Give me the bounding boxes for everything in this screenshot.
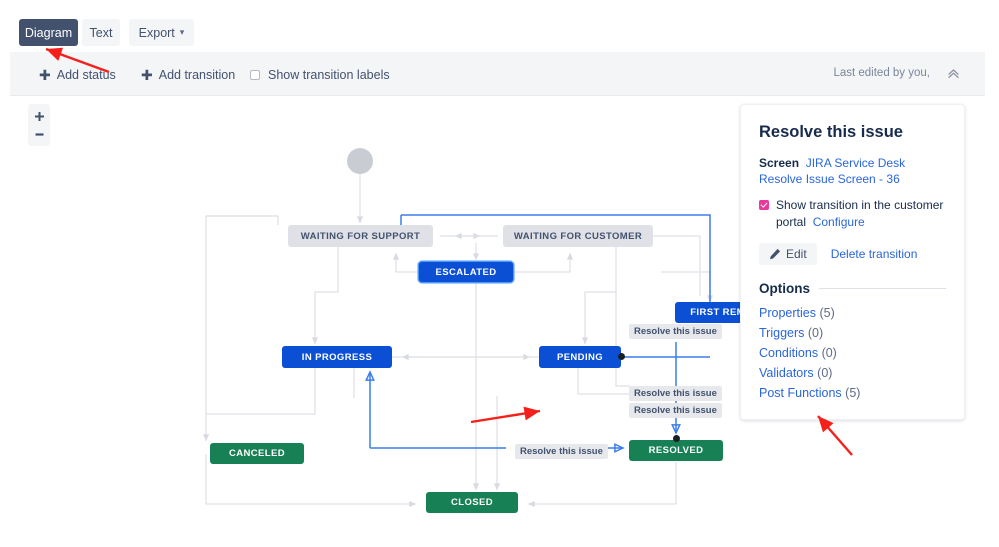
show-in-portal-text-wrap: Show transition in the customer portal C… [776, 197, 946, 231]
status-node-label: CANCELED [229, 448, 285, 459]
tab-diagram[interactable]: Diagram [19, 19, 78, 46]
show-transition-labels-label: Show transition labels [268, 67, 390, 82]
screen-row: Screen JIRA Service Desk Resolve Issue S… [759, 155, 946, 187]
show-transition-labels-control: Show transition labels [250, 66, 390, 83]
option-properties[interactable]: Properties (5) [759, 303, 946, 323]
tab-text-label: Text [89, 25, 113, 40]
transition-details-panel: Resolve this issue Screen JIRA Service D… [740, 104, 965, 420]
plus-icon: ✚ [39, 66, 51, 83]
chevron-down-icon: ▾ [179, 27, 185, 37]
show-in-portal-label: Show transition in the customer portal [776, 197, 944, 229]
option-label: Triggers [759, 325, 805, 340]
option-post-functions[interactable]: Post Functions (5) [759, 383, 946, 403]
status-node-escalated[interactable]: ESCALATED [419, 262, 513, 282]
status-node-label: WAITING FOR SUPPORT [300, 230, 421, 242]
status-node-canceled[interactable]: CANCELED [210, 443, 304, 464]
transition-label[interactable]: Resolve this issue [629, 324, 722, 339]
option-count: (5) [845, 385, 861, 400]
edit-button[interactable]: Edit [759, 242, 817, 265]
option-label: Post Functions [759, 385, 842, 400]
tab-export[interactable]: Export ▾ [129, 19, 194, 46]
panel-title: Resolve this issue [759, 123, 903, 141]
configure-link[interactable]: Configure [812, 214, 865, 229]
status-node-label: WAITING FOR CUSTOMER [513, 230, 643, 242]
transition-label[interactable]: Resolve this issue [629, 386, 722, 401]
option-label: Validators [759, 365, 814, 380]
edit-button-label: Edit [786, 246, 807, 261]
add-status-button[interactable]: ✚ Add status [39, 66, 116, 83]
status-node-label: CLOSED [451, 497, 493, 508]
transition-label[interactable]: Resolve this issue [629, 403, 722, 418]
status-node-label: PENDING [556, 351, 604, 363]
status-node-waiting-for-customer[interactable]: WAITING FOR CUSTOMER [503, 225, 653, 247]
show-transition-labels-checkbox[interactable] [250, 69, 260, 80]
show-in-portal-checkbox[interactable] [759, 199, 769, 210]
options-title: Options [759, 280, 810, 296]
pencil-icon [769, 248, 786, 260]
option-label: Conditions [759, 345, 819, 360]
chevron-double-up-icon[interactable] [943, 63, 963, 83]
add-status-label: Add status [56, 67, 116, 82]
status-node-closed[interactable]: CLOSED [426, 492, 518, 513]
tab-export-label: Export [138, 25, 175, 40]
transition-endpoint-dot[interactable] [618, 353, 625, 360]
status-node-label: FIRST REM [690, 307, 745, 318]
tab-diagram-label: Diagram [24, 25, 73, 40]
option-triggers[interactable]: Triggers (0) [759, 323, 946, 343]
option-conditions[interactable]: Conditions (0) [759, 343, 946, 363]
plus-icon: ✚ [141, 66, 153, 83]
panel-actions: Edit Delete transition [759, 242, 946, 265]
zoom-in-button[interactable] [28, 107, 50, 125]
show-in-portal-row: Show transition in the customer portal C… [759, 197, 946, 231]
transition-endpoint-dot[interactable] [673, 435, 680, 442]
option-count: (0) [821, 345, 837, 360]
options-header: Options [759, 281, 946, 296]
screen-link[interactable]: JIRA Service Desk Resolve Issue Screen -… [759, 155, 906, 186]
add-transition-label: Add transition [158, 67, 236, 82]
last-edited-text: Last edited by you, [833, 67, 930, 79]
option-count: (0) [807, 325, 824, 340]
start-node[interactable] [347, 148, 373, 174]
zoom-out-button[interactable] [28, 125, 50, 143]
status-node-label: ESCALATED [435, 266, 497, 278]
divider [819, 287, 946, 289]
option-count: (0) [817, 365, 833, 380]
status-node-resolved[interactable]: RESOLVED [629, 440, 723, 461]
status-node-first-reminder[interactable]: FIRST REM [675, 302, 750, 323]
option-label: Properties [759, 305, 816, 320]
add-transition-button[interactable]: ✚ Add transition [141, 66, 235, 83]
diagram-toolbar: ✚ Add status ✚ Add transition Show trans… [10, 52, 985, 96]
status-node-label: RESOLVED [648, 445, 704, 456]
tab-text[interactable]: Text [82, 19, 120, 46]
screen-label: Screen [759, 155, 800, 170]
view-tabs: Diagram Text Export ▾ [0, 0, 999, 46]
status-node-in-progress[interactable]: IN PROGRESS [282, 346, 392, 368]
status-node-pending[interactable]: PENDING [539, 346, 621, 368]
status-node-waiting-for-support[interactable]: WAITING FOR SUPPORT [288, 225, 433, 247]
delete-transition-link[interactable]: Delete transition [830, 246, 918, 261]
option-validators[interactable]: Validators (0) [759, 363, 946, 383]
zoom-controls [28, 104, 50, 146]
status-node-label: IN PROGRESS [301, 351, 373, 363]
transition-label[interactable]: Resolve this issue [515, 444, 608, 459]
option-count: (5) [819, 305, 835, 320]
